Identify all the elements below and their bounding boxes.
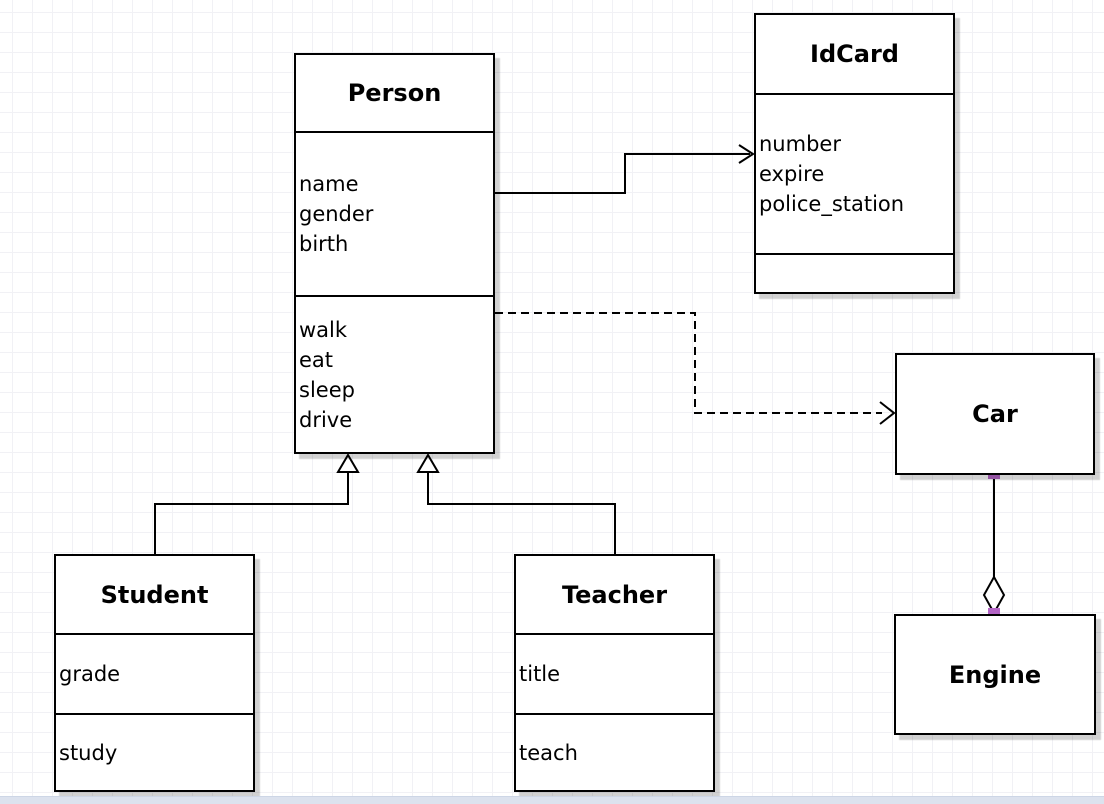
attribute-title: title xyxy=(519,662,561,686)
method-drive: drive xyxy=(299,407,353,432)
class-title-idcard: IdCard xyxy=(756,15,953,95)
aggregation-car-engine[interactable] xyxy=(982,467,1006,620)
generalization-line[interactable] xyxy=(154,472,349,554)
method-eat: eat xyxy=(299,347,334,372)
canvas-bottom-edge xyxy=(0,796,1104,804)
teacher-methods-section: teach xyxy=(516,715,713,790)
dependency-person-car[interactable] xyxy=(495,312,896,425)
generalization-line[interactable] xyxy=(427,472,616,554)
attribute-police-station: police_station xyxy=(759,192,905,216)
method-walk: walk xyxy=(299,317,348,342)
class-title-person: Person xyxy=(296,55,493,133)
method-sleep: sleep xyxy=(299,377,355,402)
generalization-student-person[interactable] xyxy=(154,453,360,554)
student-methods-section: study xyxy=(56,715,253,790)
attribute-name: name xyxy=(299,172,359,196)
dependency-line[interactable] xyxy=(495,312,882,414)
attribute-number: number xyxy=(759,132,841,156)
student-attributes-section: grade xyxy=(56,635,253,715)
class-title-engine: Engine xyxy=(948,660,1042,689)
method-teach: teach xyxy=(519,740,578,765)
class-title-car: Car xyxy=(972,400,1018,428)
hollow-triangle-icon xyxy=(416,453,440,473)
attribute-birth: birth xyxy=(299,232,349,256)
class-box-engine[interactable]: Engine xyxy=(894,614,1096,735)
class-box-idcard[interactable]: IdCard number expire police_station xyxy=(754,13,955,294)
idcard-methods-section xyxy=(756,255,953,292)
generalization-teacher-person[interactable] xyxy=(416,453,616,554)
open-arrowhead-icon xyxy=(738,144,755,164)
class-box-student[interactable]: Student grade study xyxy=(54,554,255,792)
open-arrowhead-icon xyxy=(879,401,896,425)
teacher-attributes-section: title xyxy=(516,635,713,715)
person-methods-section: walk eat sleep drive xyxy=(296,297,493,452)
association-person-idcard[interactable] xyxy=(495,144,755,194)
person-attributes-section: name gender birth xyxy=(296,133,493,297)
method-study: study xyxy=(59,740,118,765)
class-box-teacher[interactable]: Teacher title teach xyxy=(514,554,715,792)
attribute-gender: gender xyxy=(299,202,374,226)
class-box-car[interactable]: Car xyxy=(895,353,1095,475)
association-line[interactable] xyxy=(495,153,750,194)
class-title-student: Student xyxy=(56,556,253,635)
class-title-teacher: Teacher xyxy=(516,556,713,635)
hollow-diamond-icon xyxy=(982,574,1006,616)
attribute-expire: expire xyxy=(759,162,825,186)
idcard-attributes-section: number expire police_station xyxy=(756,95,953,255)
hollow-triangle-icon xyxy=(336,453,360,473)
attribute-grade: grade xyxy=(59,662,121,686)
class-box-person[interactable]: Person name gender birth walk eat sleep … xyxy=(294,53,495,454)
